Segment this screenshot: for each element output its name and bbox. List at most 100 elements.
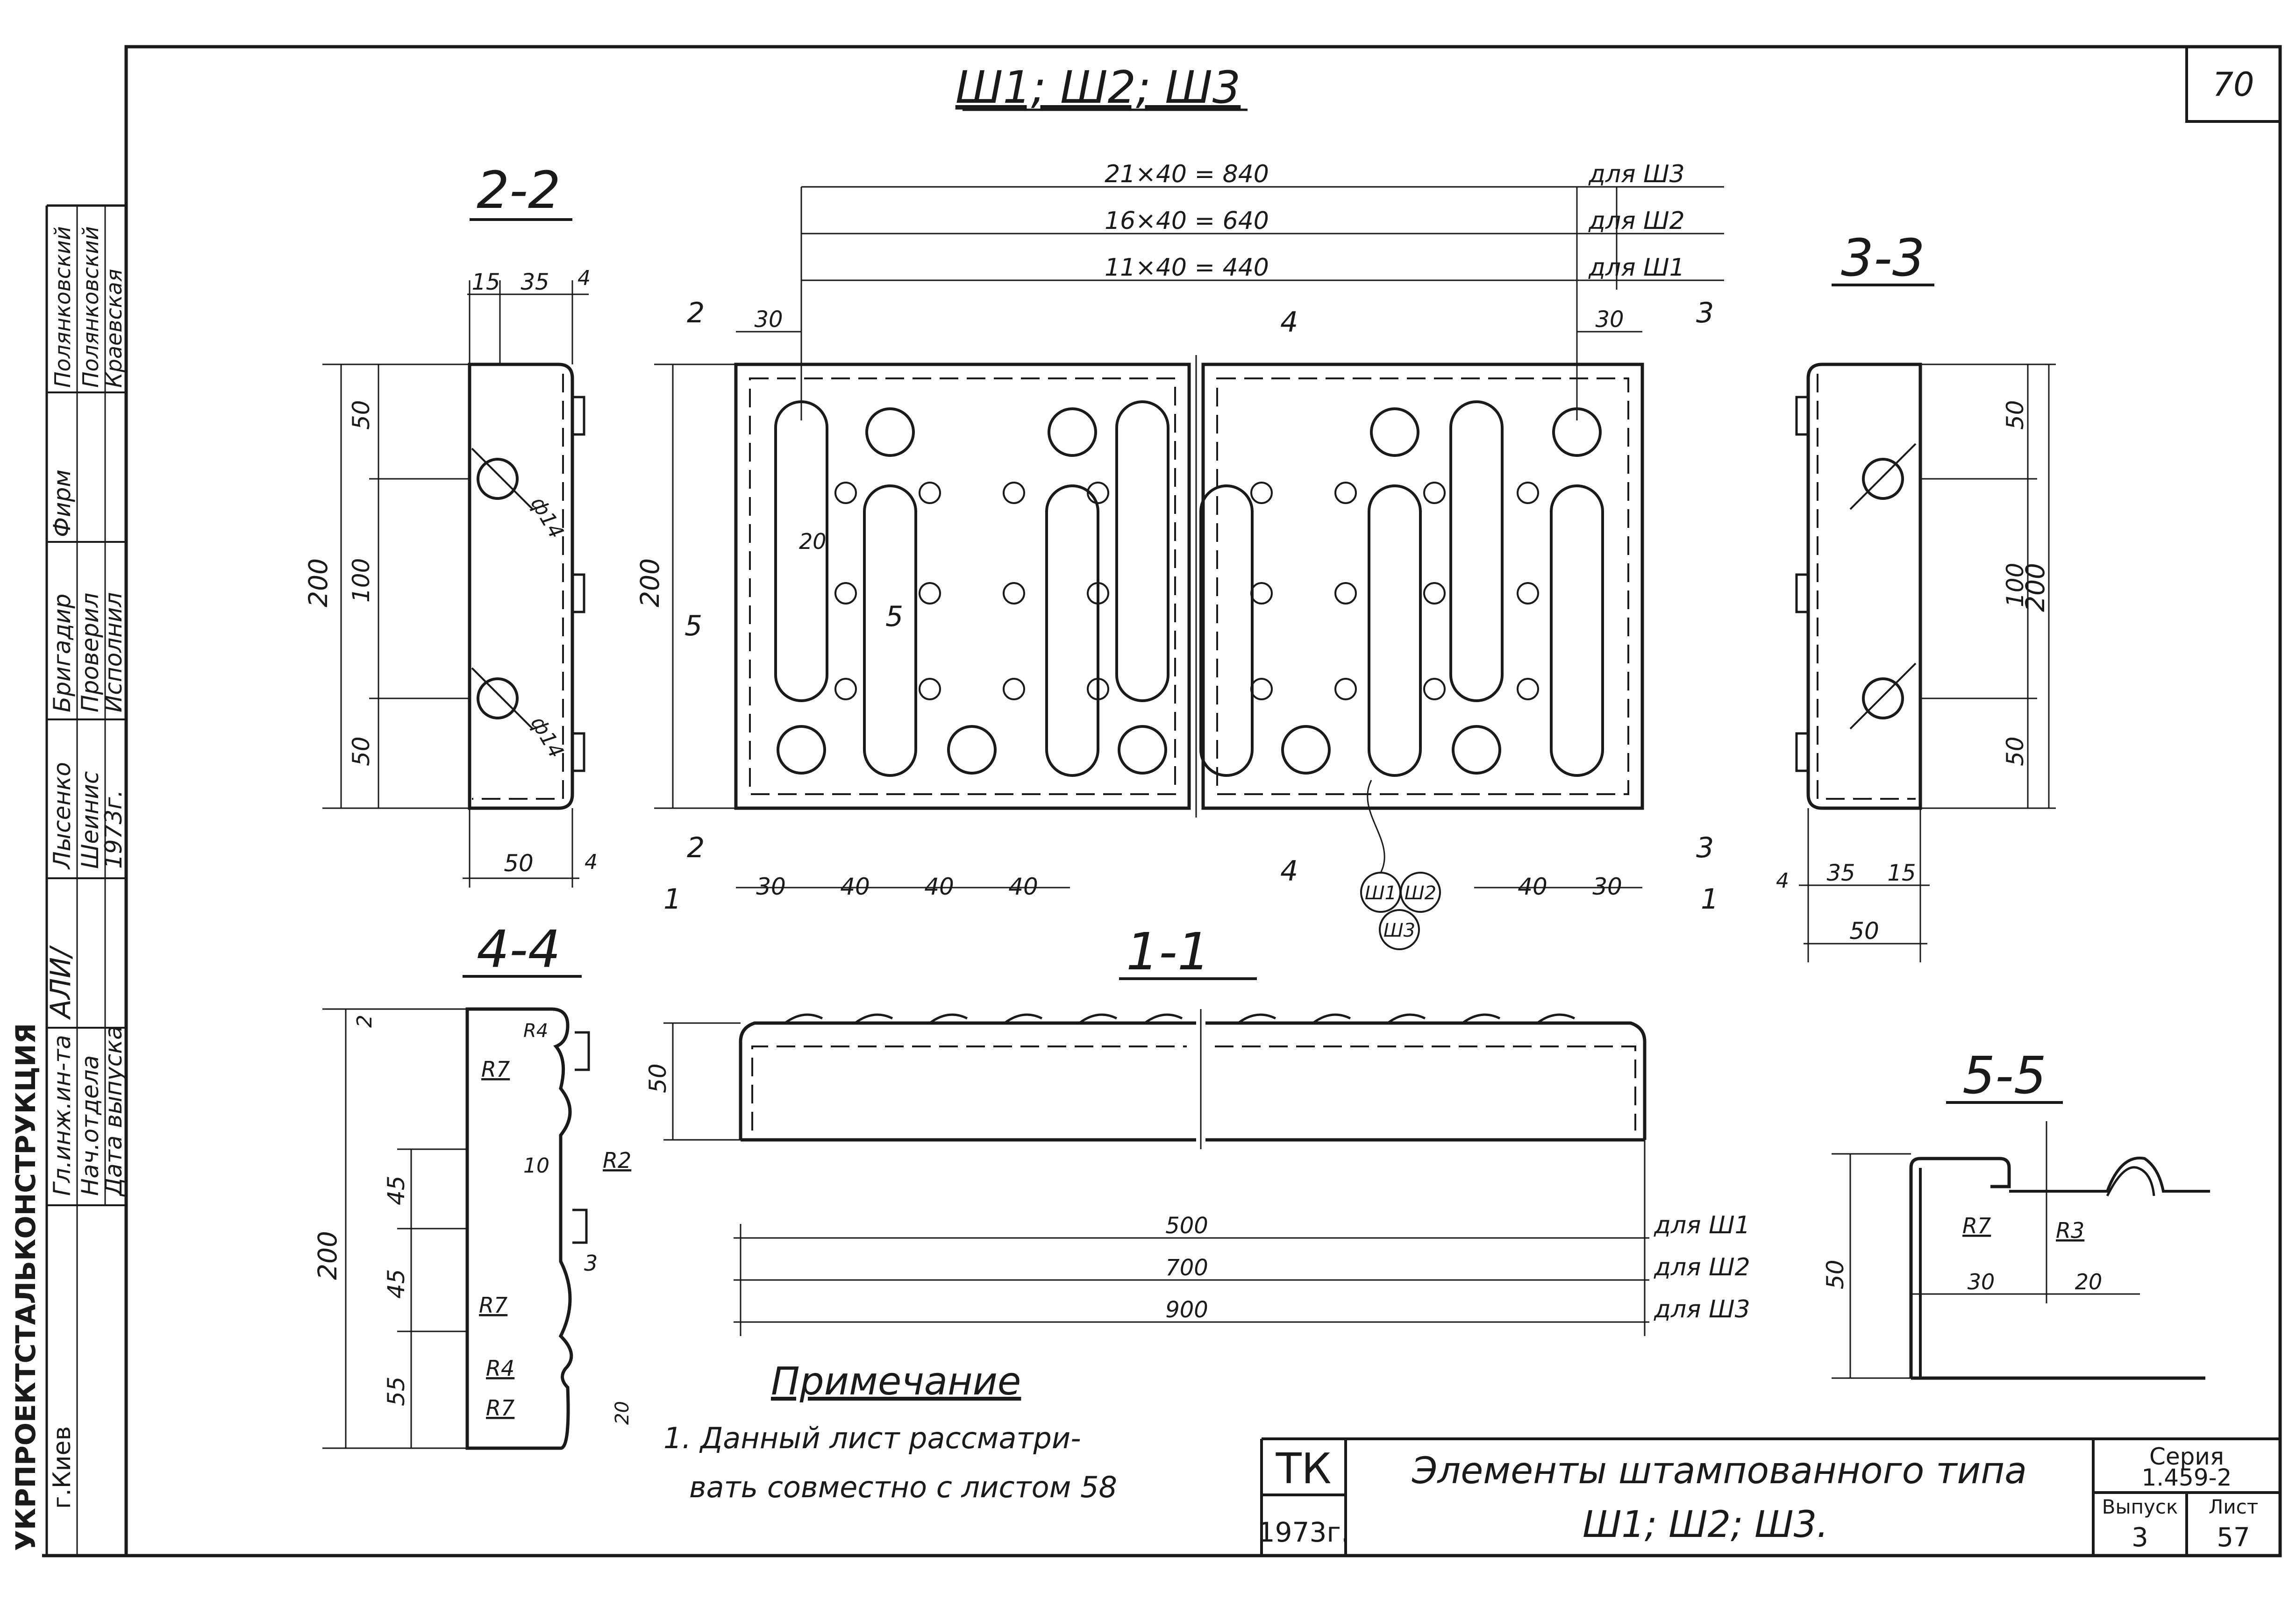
dim-plan-30a: 30: [754, 306, 783, 333]
dim-3-3-15: 15: [1887, 860, 1916, 886]
dim-note-sh3: для Ш3: [1588, 160, 1685, 188]
small-hole: [1250, 678, 1273, 700]
radius-5-5-r3: R3: [2056, 1218, 2084, 1243]
section-4-4: 4-4 200 45 45 55 2 R4 R7 10 R2 3 R7 R4 R…: [313, 919, 633, 1450]
stamp-role-2: Нач.отдела: [77, 1055, 104, 1196]
radius-4-4-r4b: R4: [486, 1356, 514, 1381]
stamp-name-1: Лысенко: [49, 762, 76, 870]
small-hole: [919, 678, 941, 700]
cut-mark-3-bottom: 3: [1696, 832, 1714, 864]
round-hole: [1281, 725, 1331, 775]
title-block: ТК 1973г. Элементы штампованного типа Ш1…: [1258, 1437, 2280, 1556]
small-hole: [834, 582, 857, 604]
dim-3-3-100: 100: [2002, 563, 2029, 607]
dim-3-3-50w: 50: [1849, 917, 1879, 945]
issue-label: Выпуск: [2102, 1495, 2178, 1518]
small-hole: [1334, 582, 1357, 604]
dim-length-sh2: 16×40 = 640: [1105, 207, 1269, 235]
stamp-name-3: Полянковский: [50, 226, 75, 388]
small-hole: [1517, 482, 1539, 504]
note-line-2: вать совместно с листом 58: [689, 1470, 1117, 1504]
dim-2-2-15: 15: [471, 269, 500, 295]
dim-note-sh2: для Ш2: [1588, 207, 1685, 235]
dim-5-5-20: 20: [2075, 1269, 2103, 1294]
organization-city: г.Киев: [48, 1426, 76, 1509]
sheet-label: Лист: [2209, 1495, 2258, 1518]
sheet-value: 57: [2217, 1522, 2250, 1553]
dim-3-3-200: 200: [2020, 563, 2050, 612]
dim-1-1-note-sh3: для Ш3: [1654, 1295, 1750, 1323]
dim-1-1-500: 500: [1165, 1213, 1208, 1239]
callout-sh1: Ш1: [1365, 882, 1397, 904]
radius-5-5-r7: R7: [1962, 1213, 1991, 1238]
small-hole: [1003, 482, 1025, 504]
small-hole: [919, 482, 941, 504]
dim-4-4-55: 55: [383, 1376, 410, 1406]
small-hole: [834, 678, 857, 700]
dim-1-1-50: 50: [644, 1063, 671, 1093]
dim-4-4-10: 10: [523, 1154, 549, 1178]
round-hole: [777, 725, 826, 775]
section-1-1: 1-1 50 500 700 900 для Ш1 для Ш2 для Ш3: [644, 922, 1750, 1336]
dim-length-sh1: 11×40 = 440: [1105, 254, 1269, 282]
dim-2-2-50a: 50: [348, 400, 375, 430]
issue-value: 3: [2132, 1522, 2148, 1553]
small-hole: [1087, 582, 1109, 604]
dim-1-1-note-sh1: для Ш1: [1654, 1211, 1750, 1239]
section-5-5-label: 5-5: [1962, 1045, 2046, 1105]
cut-mark-2-top: 2: [687, 297, 705, 329]
sheet-heading: Ш1; Ш2; Ш3: [955, 62, 1241, 114]
dim-4-4-2: 2: [353, 1015, 377, 1028]
small-hole: [1423, 678, 1446, 700]
section-3-3-label: 3-3: [1841, 228, 1925, 288]
dim-5-5-30: 30: [1968, 1269, 1995, 1294]
callout-sh2: Ш2: [1405, 882, 1436, 904]
dim-3-3-4: 4: [1776, 869, 1789, 893]
slot-hole: [1368, 484, 1422, 777]
slot-hole: [863, 484, 917, 777]
cut-mark-4-top: 4: [1280, 306, 1298, 339]
cut-mark-5-left: 5: [685, 610, 702, 642]
section-1-1-label: 1-1: [1126, 922, 1210, 981]
approval-block: Гл.инж.ин-та Нач.отдела Дата выпуска АЛИ…: [10, 204, 127, 1556]
stamp-signature-1: АЛИ/: [44, 945, 77, 1020]
round-hole: [1048, 407, 1097, 457]
dim-2-2-50w: 50: [504, 850, 534, 877]
series-value: 1.459-2: [2142, 1464, 2232, 1491]
radius-4-4-r7c: R7: [486, 1395, 514, 1421]
radius-4-4-r7a: R7: [481, 1057, 510, 1082]
dim-3-3-50b: 50: [2002, 736, 2029, 766]
slot-hole: [1449, 400, 1504, 702]
series-label: Серия: [2149, 1443, 2224, 1470]
small-hole: [834, 482, 857, 504]
small-hole: [1087, 678, 1109, 700]
page-number-box: [2185, 47, 2280, 123]
dim-plan-30b: 30: [1595, 306, 1624, 333]
hole-label-2: ф14: [526, 712, 568, 762]
small-hole: [1334, 482, 1357, 504]
slot-hole: [1199, 484, 1254, 777]
dim-4-4-20: 20: [612, 1401, 633, 1425]
small-hole: [1003, 582, 1025, 604]
title-line-2: Ш1; Ш2; Ш3.: [1583, 1504, 1828, 1546]
small-hole: [1087, 482, 1109, 504]
small-hole: [1003, 678, 1025, 700]
stamp-name-2: Шеинис: [77, 771, 104, 869]
cut-mark-5-right: 5: [885, 600, 903, 633]
section-5-5: 5-5 50 30 20 R7 R3: [1822, 1045, 2210, 1380]
cut-mark-3-top: 3: [1696, 297, 1714, 329]
dim-plan-b40c: 40: [1008, 873, 1038, 900]
dim-slot-20: 20: [799, 529, 827, 554]
dim-plan-b30b: 30: [1592, 873, 1622, 900]
cut-mark-1-left: 1: [663, 883, 681, 916]
dim-4-4-45a: 45: [383, 1175, 410, 1205]
round-hole: [1118, 725, 1167, 775]
small-hole: [1250, 482, 1273, 504]
radius-4-4-r2: R2: [603, 1148, 631, 1173]
small-hole: [1423, 582, 1446, 604]
small-hole: [919, 582, 941, 604]
stamp-name-4: Полянковский: [78, 226, 103, 388]
dim-5-5-50: 50: [1822, 1259, 1849, 1289]
section-4-4-label: 4-4: [477, 919, 561, 979]
